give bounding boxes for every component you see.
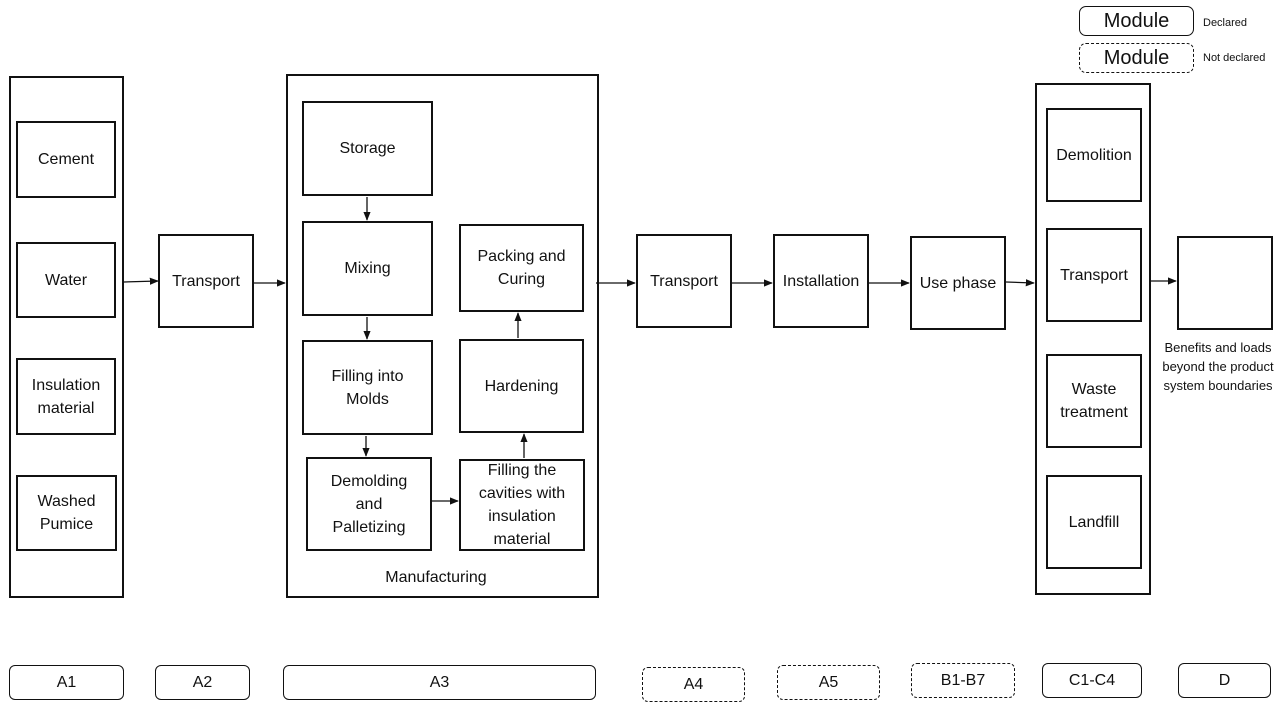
installation-box: Installation [773,234,869,328]
storage-box: Storage [302,101,433,196]
manufacturing-caption: Manufacturing [385,569,487,586]
module-b1-b7-pill: B1-B7 [911,663,1015,698]
module-a3-pill: A3 [283,665,596,700]
waste-treatment-box: Waste treatment [1046,354,1142,448]
legend-declared-label: Declared [1203,17,1248,29]
demolition-box: Demolition [1046,108,1142,202]
a4-transport-box: Transport [636,234,732,328]
water-box: Water [16,242,116,318]
arrow-b-to-c [1005,279,1035,287]
landfill-box: Landfill [1046,475,1142,569]
module-a1-pill: A1 [9,665,124,700]
insulation-material-box: Insulation material [16,358,116,435]
d-benefits-note: Benefits and loads beyond the product sy… [1162,340,1274,393]
demolding-palletizing-box: Demolding and Palletizing [306,457,432,551]
a3-manufacturing-group [286,74,599,598]
a2-transport-box: Transport [158,234,254,328]
washed-pumice-box: Washed Pumice [16,475,117,551]
a1-raw-materials-group [9,76,124,598]
d-benefits-box [1177,236,1273,330]
arrow-a1-to-a2 [123,277,159,285]
mixing-box: Mixing [302,221,433,316]
module-c1-c4-pill: C1-C4 [1042,663,1142,698]
module-a5-pill: A5 [777,665,880,700]
filling-cavities-box: Filling the cavities with insulation mat… [459,459,585,551]
module-a2-pill: A2 [155,665,250,700]
use-phase-box: Use phase [910,236,1006,330]
c-transport-box: Transport [1046,228,1142,322]
packing-curing-box: Packing and Curing [459,224,584,312]
legend-not-declared-box: Module [1079,43,1194,73]
c-end-of-life-group [1035,83,1151,595]
filling-into-molds-box: Filling into Molds [302,340,433,435]
module-a4-pill: A4 [642,667,745,702]
cement-box: Cement [16,121,116,198]
module-d-pill: D [1178,663,1271,698]
legend-declared-box: Module [1079,6,1194,36]
legend-not-declared-label: Not declared [1203,52,1266,64]
hardening-box: Hardening [459,339,584,433]
